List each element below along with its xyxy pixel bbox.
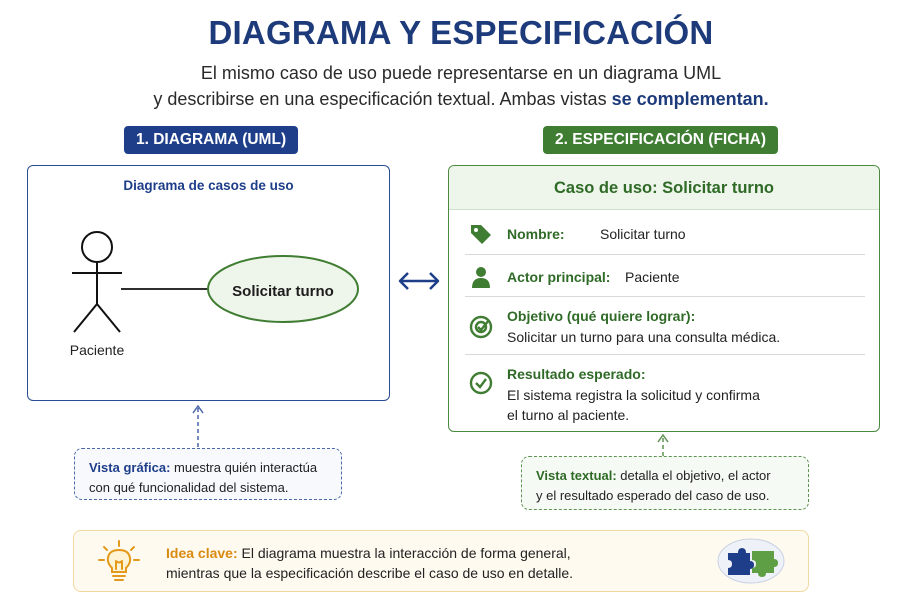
objetivo-label: Objetivo (qué quiere lograr): (507, 308, 696, 324)
tag-icon (471, 225, 491, 244)
note-vista-textual: Vista textual: detalla el objetivo, el a… (521, 456, 809, 510)
spec-header: Caso de uso: Solicitar turno (449, 166, 879, 210)
resultado-label: Resultado esperado: (507, 366, 646, 382)
puzzle-icon (717, 538, 785, 584)
note-grafica-label: Vista gráfica: (89, 460, 171, 475)
target-icon (469, 315, 493, 339)
objetivo-text: Solicitar un turno para una consulta méd… (507, 329, 781, 345)
note-textual-line-1: Vista textual: detalla el objetivo, el a… (536, 466, 794, 486)
uml-diagram-box: Diagrama de casos de uso Paciente Solici… (27, 165, 390, 401)
actor-principal-value: Paciente (625, 269, 680, 285)
uml-caption: Diagrama de casos de uso (123, 178, 294, 193)
key-idea-text: Idea clave: El diagrama muestra la inter… (166, 543, 573, 583)
subtitle-highlight: se complementan. (611, 89, 769, 109)
key-idea-line-1: Idea clave: El diagrama muestra la inter… (166, 543, 573, 563)
actor-label: Paciente (69, 342, 125, 358)
double-arrow-icon (398, 272, 440, 290)
uml-drawing (72, 231, 359, 333)
note-grafica-line-2: con qué funcionalidad del sistema. (89, 480, 289, 495)
key-idea-line-1-text: El diagrama muestra la interacción de fo… (237, 545, 571, 561)
use-case-ellipse (207, 255, 359, 323)
spec-badge: 2. ESPECIFICACIÓN (FICHA) (543, 126, 778, 154)
person-icon (472, 267, 490, 288)
note-textual-line-2: y el resultado esperado del caso de uso. (536, 488, 770, 503)
check-circle-icon (469, 371, 493, 395)
stick-figure-icon (72, 231, 122, 333)
actor-principal-label: Actor principal: (507, 269, 611, 285)
lightbulb-icon (98, 540, 140, 581)
nombre-label: Nombre: (507, 226, 565, 242)
nombre-value: Solicitar turno (600, 226, 686, 242)
page-subtitle: El mismo caso de uso puede representarse… (0, 60, 922, 112)
note-vista-grafica: Vista gráfica: muestra quién interactúa … (74, 448, 342, 500)
subtitle-line-2: y describirse en una especificación text… (0, 86, 922, 112)
key-idea-line-2: mientras que la especificación describe … (166, 565, 574, 581)
resultado-line-2: el turno al paciente. (507, 407, 630, 423)
note-grafica-text: muestra quién interactúa (170, 460, 318, 475)
page-title: DIAGRAMA Y ESPECIFICACIÓN (208, 14, 714, 51)
resultado-line-1: El sistema registra la solicitud y confi… (507, 387, 760, 403)
subtitle-line-2-text: y describirse en una especificación text… (153, 89, 607, 109)
spec-card: Caso de uso: Solicitar turno Nombre: Sol… (448, 165, 880, 432)
spec-row-objetivo: Objetivo (qué quiere lograr): Solicitar … (465, 297, 865, 355)
key-idea-label: Idea clave: (166, 545, 238, 561)
spec-row-actor: Actor principal: Paciente (465, 255, 865, 297)
spec-row-resultado: Resultado esperado: El sistema registra … (465, 355, 865, 431)
note-grafica-line-1: Vista gráfica: muestra quién interactúa (89, 458, 327, 478)
note-textual-text: detalla el objetivo, el actor (616, 468, 771, 483)
key-idea-box: Idea clave: El diagrama muestra la inter… (73, 530, 809, 592)
uml-badge: 1. DIAGRAMA (UML) (124, 126, 299, 154)
note-textual-label: Vista textual: (536, 468, 617, 483)
spec-row-nombre: Nombre: Solicitar turno (465, 210, 865, 255)
subtitle-line-1: El mismo caso de uso puede representarse… (200, 63, 722, 83)
use-case-label: Solicitar turno (232, 282, 334, 300)
